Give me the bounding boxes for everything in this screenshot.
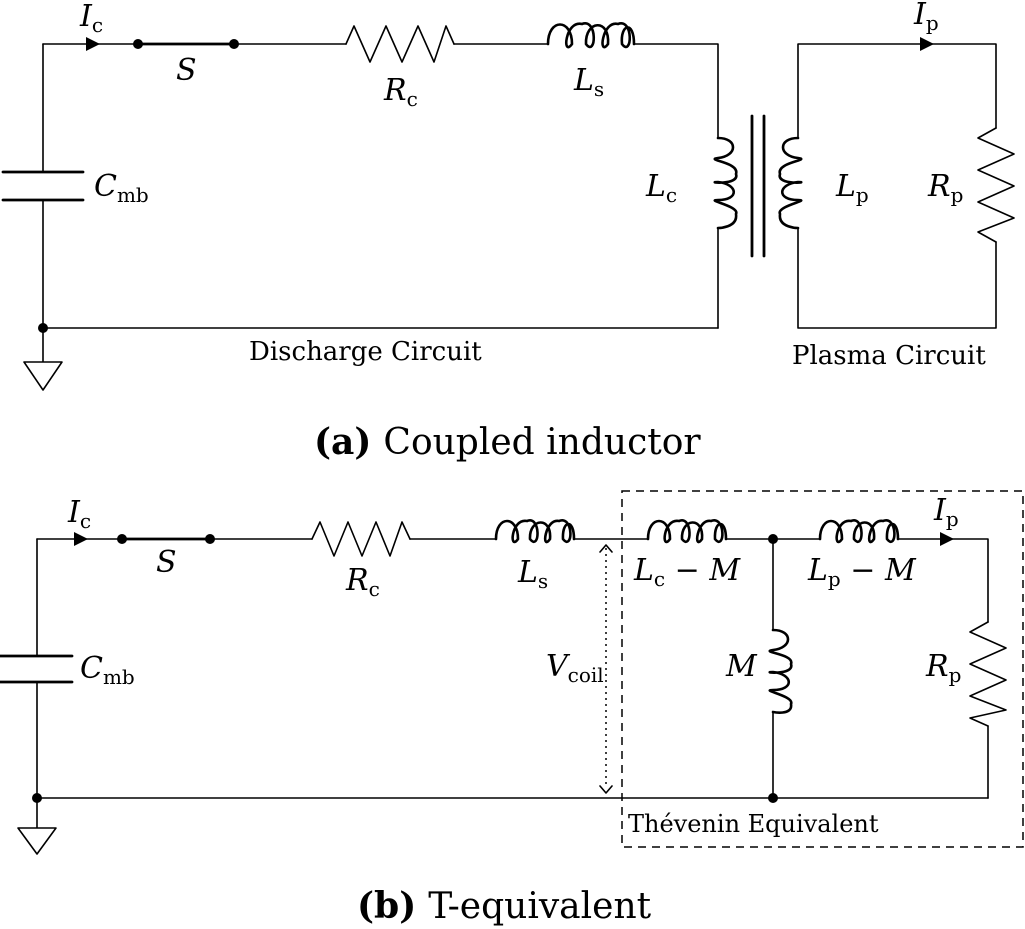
b-label-m: M bbox=[725, 649, 758, 684]
a-top-wire-4 bbox=[633, 43, 719, 139]
b-label-s: S bbox=[156, 545, 177, 580]
a-resistor-rc bbox=[345, 25, 455, 63]
a-inductor-ls bbox=[546, 22, 636, 49]
a-label-cmb: Cmb bbox=[94, 169, 149, 207]
a-caption: (a)Coupled inductor bbox=[314, 421, 701, 463]
a-current-arrow-ip bbox=[920, 37, 934, 51]
b-label-vcoil: Vcoil bbox=[546, 649, 604, 687]
b-label-lp-minus-m: Lp − M bbox=[807, 553, 917, 591]
a-capacitor-cmb bbox=[1, 170, 85, 202]
b-label-rp: Rp bbox=[925, 649, 961, 687]
panel-a-coupled-inductor: Ic S Rc Ls Cmb Lc Lp Rp Ip Discharge Cir… bbox=[1, 0, 1015, 463]
a-switch-node-left bbox=[133, 39, 143, 49]
b-inductor-m bbox=[768, 628, 793, 714]
a-label-ic: Ic bbox=[79, 0, 103, 37]
b-label-ic: Ic bbox=[67, 495, 91, 533]
b-inductor-ls bbox=[494, 519, 576, 544]
a-discharge-circuit-label: Discharge Circuit bbox=[249, 337, 482, 367]
panel-b-t-equivalent: Ic S Rc Ls Cmb Lc − M Lp − M M Rp Ip Vco… bbox=[0, 490, 1024, 927]
b-resistor-rc bbox=[311, 521, 411, 557]
b-top-wire-6 bbox=[897, 538, 989, 623]
b-thevenin-label: Thévenin Equivalent bbox=[628, 810, 879, 838]
b-thevenin-box bbox=[621, 490, 1024, 848]
a-label-lp: Lp bbox=[835, 169, 869, 207]
a-current-arrow-ic bbox=[86, 37, 100, 51]
b-inductor-lp-minus-m bbox=[818, 519, 900, 544]
b-switch-node-left bbox=[117, 534, 127, 544]
a-plasma-bottom-wire bbox=[797, 227, 997, 329]
a-transformer-core bbox=[750, 114, 766, 258]
b-label-rc: Rc bbox=[345, 563, 380, 601]
a-ground-symbol bbox=[23, 327, 63, 391]
b-current-arrow-ic bbox=[74, 532, 88, 546]
a-label-ls: Ls bbox=[573, 63, 604, 101]
b-inductor-lc-minus-m bbox=[646, 519, 728, 544]
a-label-ip: Ip bbox=[913, 0, 939, 35]
a-label-s: S bbox=[176, 53, 197, 88]
a-label-rc: Rc bbox=[383, 73, 418, 111]
b-vcoil-arrow-heads bbox=[599, 544, 613, 794]
b-label-ip: Ip bbox=[933, 493, 959, 531]
b-label-ls: Ls bbox=[517, 555, 548, 593]
a-label-rp: Rp bbox=[927, 169, 963, 207]
b-caption: (b)T-equivalent bbox=[357, 885, 652, 927]
a-plasma-circuit-label: Plasma Circuit bbox=[792, 341, 986, 371]
b-t-node-bottom bbox=[768, 793, 778, 803]
a-inductor-lc bbox=[713, 136, 738, 230]
b-current-arrow-ip bbox=[940, 532, 954, 546]
a-label-lc: Lc bbox=[645, 169, 677, 207]
a-resistor-rp bbox=[977, 127, 1015, 243]
b-capacitor-cmb bbox=[0, 654, 74, 684]
b-resistor-rp bbox=[969, 621, 1007, 727]
a-plasma-top-wire bbox=[797, 43, 997, 139]
a-inductor-lp bbox=[778, 136, 803, 230]
b-ground-symbol bbox=[17, 797, 57, 855]
b-label-cmb: Cmb bbox=[80, 651, 135, 689]
b-label-lc-minus-m: Lc − M bbox=[633, 553, 741, 591]
